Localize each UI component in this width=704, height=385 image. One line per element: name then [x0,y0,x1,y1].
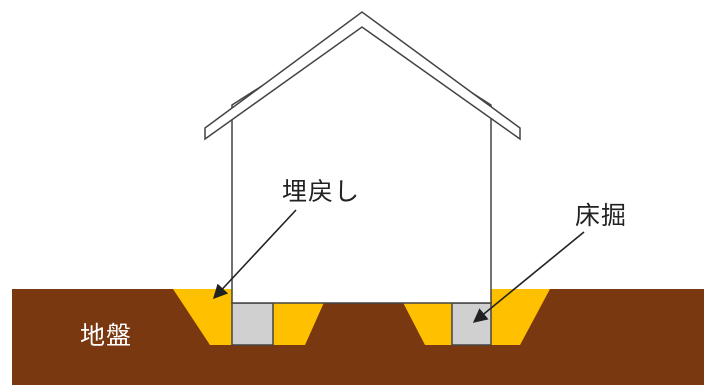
footing-right [451,302,492,346]
arrow-backfill [213,209,297,300]
excavation-label: 床掘 [575,201,628,230]
house-roof [204,11,521,141]
footing-left [231,302,274,346]
backfill-label: 埋戻し [282,177,361,206]
house-wall [231,21,492,304]
ground-area [12,289,704,385]
ground-label: 地盤 [80,321,133,350]
arrow-excavation [472,231,585,323]
